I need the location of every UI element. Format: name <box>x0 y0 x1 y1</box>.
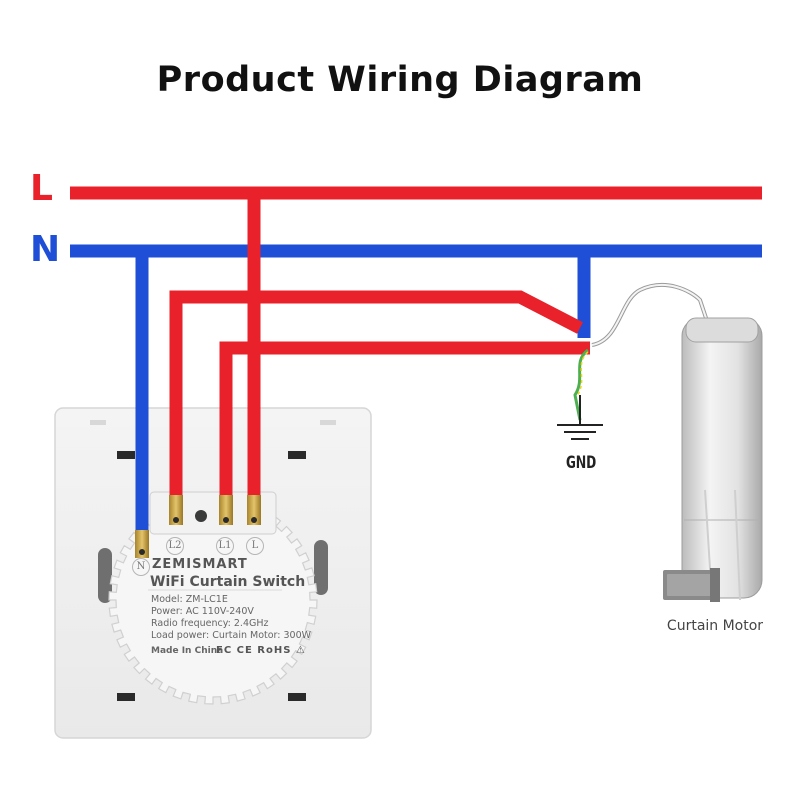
ground-connection <box>557 348 603 440</box>
switch-module <box>108 491 318 705</box>
terminal-label-l1: L1 <box>216 537 234 555</box>
terminal-connectors <box>135 495 261 558</box>
l1-to-motor-wire <box>219 341 590 495</box>
brand-logo-text: ZEMISMART <box>152 557 248 572</box>
page-title: Product Wiring Diagram <box>156 60 644 100</box>
mounting-slot <box>117 451 135 459</box>
ground-wire <box>573 348 590 421</box>
terminal-screw-n <box>135 530 149 558</box>
side-clip <box>314 540 328 595</box>
spec-model: Model: ZM-LC1E <box>151 594 228 605</box>
curtain-motor <box>663 317 763 602</box>
terminal-screw-l1 <box>219 495 233 525</box>
l2-to-motor-wire <box>169 290 583 495</box>
motor-label: Curtain Motor <box>666 618 764 634</box>
terminal-screw-l <box>247 495 261 525</box>
side-clip <box>98 548 112 603</box>
ground-icon <box>557 395 603 440</box>
terminal-label-n: N <box>132 558 150 576</box>
spec-radio: Radio frequency: 2.4GHz <box>151 618 269 629</box>
mounting-slot <box>288 693 306 701</box>
mounting-slot <box>117 693 135 701</box>
made-in-label: Made In China <box>151 646 224 656</box>
product-name: WiFi Curtain Switch <box>150 574 306 590</box>
neutral-bus-label: N <box>30 229 61 270</box>
ground-label: GND <box>565 453 597 473</box>
certification-marks: FC CE RoHS ⚠ <box>216 645 306 656</box>
mounting-slot <box>288 451 306 459</box>
spec-load: Load power: Curtain Motor: 300W <box>151 630 312 641</box>
terminal-label-l: L <box>246 537 264 555</box>
wires <box>70 186 762 535</box>
spec-power: Power: AC 110V-240V <box>151 606 254 617</box>
terminal-screw-l2 <box>169 495 183 525</box>
live-bus-label: L <box>30 168 53 209</box>
terminal-label-l2: L2 <box>166 537 184 555</box>
